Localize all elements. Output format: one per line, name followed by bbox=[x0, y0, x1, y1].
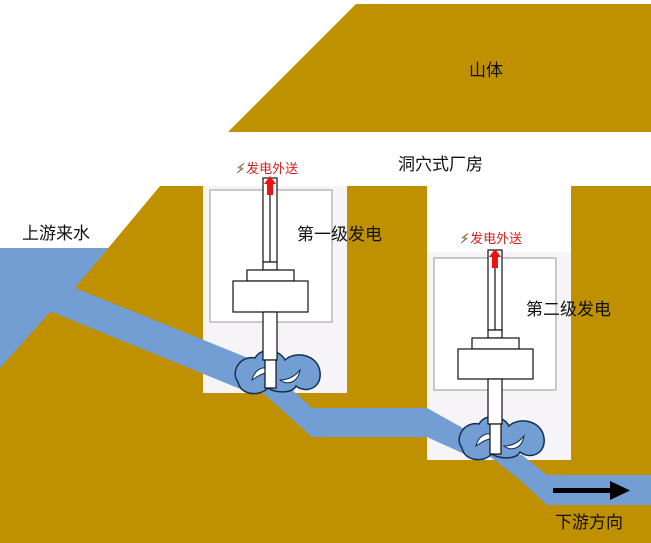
rock-mass bbox=[0, 186, 203, 543]
mountain-upper bbox=[228, 4, 651, 132]
power-out-text: 发电外送 bbox=[470, 232, 523, 247]
stage2-label: 第二级发电 bbox=[526, 300, 611, 320]
rock-mass-right bbox=[427, 186, 651, 543]
tailrace-1 bbox=[262, 388, 482, 462]
generator-1 bbox=[232, 177, 309, 389]
red-up-arrow-icon-1 bbox=[264, 176, 276, 195]
powerhouse-label: 洞穴式厂房 bbox=[398, 155, 483, 175]
upstream-label: 上游来水 bbox=[22, 224, 90, 244]
black-right-arrow-icon bbox=[553, 481, 630, 500]
generator-2 bbox=[457, 249, 534, 455]
mountain-label: 山体 bbox=[469, 61, 503, 81]
red-up-arrow-icon-2 bbox=[489, 249, 501, 268]
stage1-label: 第一级发电 bbox=[297, 225, 382, 245]
power-out-label-2: ⚡发电外送 bbox=[460, 228, 522, 247]
lightning-bolt-icon: ⚡ bbox=[460, 232, 470, 247]
penstock-1 bbox=[0, 288, 255, 395]
power-out-label-1: ⚡发电外送 bbox=[236, 158, 298, 177]
lightning-bolt-icon: ⚡ bbox=[236, 162, 246, 177]
downstream-label: 下游方向 bbox=[555, 513, 623, 533]
power-out-text: 发电外送 bbox=[246, 162, 299, 177]
rock-mass-mid bbox=[203, 186, 427, 543]
